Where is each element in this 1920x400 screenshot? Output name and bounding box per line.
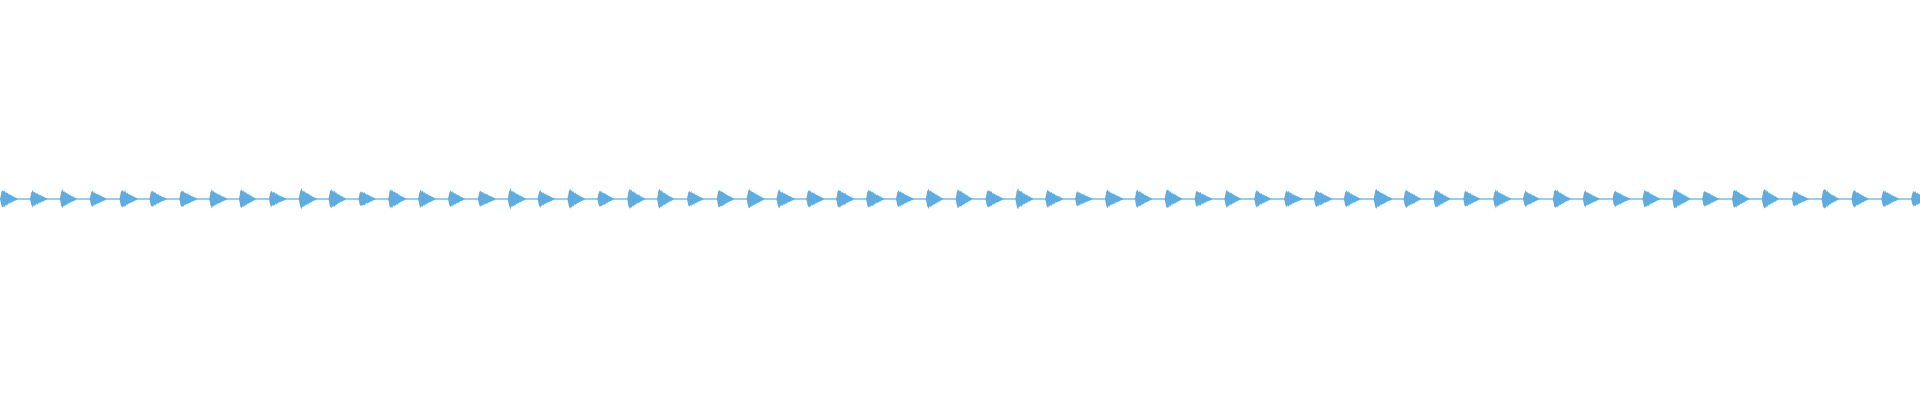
- waveform-pulse: [1283, 190, 1304, 208]
- waveform-pulse: [1104, 189, 1125, 209]
- waveform-pulse: [1015, 188, 1035, 210]
- waveform-pulse: [0, 190, 20, 208]
- waveform-pulse: [209, 189, 229, 209]
- waveform-pulse: [418, 189, 438, 208]
- waveform-pulse: [1433, 190, 1452, 208]
- waveform-pulse: [746, 189, 767, 209]
- waveform-pulse: [1851, 189, 1870, 208]
- waveform-pulse: [1582, 190, 1601, 208]
- waveform-pulse: [1911, 190, 1920, 207]
- waveform-pulse: [447, 190, 466, 208]
- waveform-pulse: [925, 188, 945, 209]
- waveform-pulse: [865, 189, 886, 208]
- waveform-pulse: [328, 189, 348, 209]
- waveform-pulse: [1045, 189, 1065, 209]
- waveform-pulse: [955, 189, 974, 209]
- waveform-pulse: [1254, 189, 1273, 208]
- waveform-pulse: [1373, 188, 1394, 209]
- waveform-pulse: [89, 190, 109, 208]
- waveform-pulse: [1224, 189, 1243, 208]
- waveform-pulse: [627, 188, 647, 209]
- waveform-pulse: [238, 189, 258, 209]
- waveform-pulse: [1731, 189, 1751, 208]
- waveform-pulse: [1821, 188, 1841, 209]
- waveform-pulse: [1493, 188, 1513, 209]
- waveform-pulse: [298, 188, 319, 210]
- waveform-pulse: [597, 190, 616, 208]
- waveform-pulse: [1194, 190, 1214, 207]
- waveform-pulse: [1522, 190, 1541, 208]
- waveform-pulse: [1552, 189, 1572, 208]
- waveform-pulse: [776, 189, 797, 209]
- waveform-pulse: [388, 188, 408, 209]
- waveform-pulse: [1313, 190, 1334, 208]
- waveform-pulse: [29, 189, 49, 208]
- waveform-pulse: [507, 187, 527, 210]
- waveform-pulse: [1761, 189, 1781, 209]
- waveform-pulse: [268, 190, 288, 207]
- waveform-pulse: [1403, 189, 1423, 209]
- waveform-pulse: [1074, 191, 1094, 207]
- waveform-pulse: [477, 190, 498, 207]
- waveform-pulse: [985, 190, 1006, 208]
- waveform-pulse: [686, 190, 706, 207]
- waveform-pulse: [1343, 190, 1362, 208]
- waveform-pulse: [716, 190, 736, 208]
- waveform-pulse: [1881, 189, 1901, 208]
- waveform-pulse: [1164, 189, 1184, 208]
- waveform-pulse: [656, 188, 676, 209]
- waveform-pulse: [806, 189, 826, 208]
- waveform-pulse: [895, 190, 916, 208]
- waveform-pulse: [1791, 191, 1810, 207]
- waveform-pulse: [59, 189, 78, 209]
- waveform-pulse: [1642, 190, 1662, 208]
- waveform-pulse: [537, 189, 557, 208]
- waveform-pulse: [1672, 189, 1692, 209]
- waveform-pulse: [358, 191, 378, 207]
- waveform-pulse: [149, 190, 169, 208]
- waveform-pulse: [1134, 189, 1154, 208]
- waveform-pulse: [1702, 190, 1721, 208]
- waveform-pulse: [119, 189, 140, 208]
- waveform-pulse: [1463, 190, 1482, 207]
- waveform-pulse: [836, 189, 856, 208]
- waveform-pulse: [567, 188, 587, 209]
- waveform-pulses: [0, 187, 1920, 210]
- waveform-pulse: [1612, 190, 1632, 208]
- waveform-pulse: [179, 190, 199, 208]
